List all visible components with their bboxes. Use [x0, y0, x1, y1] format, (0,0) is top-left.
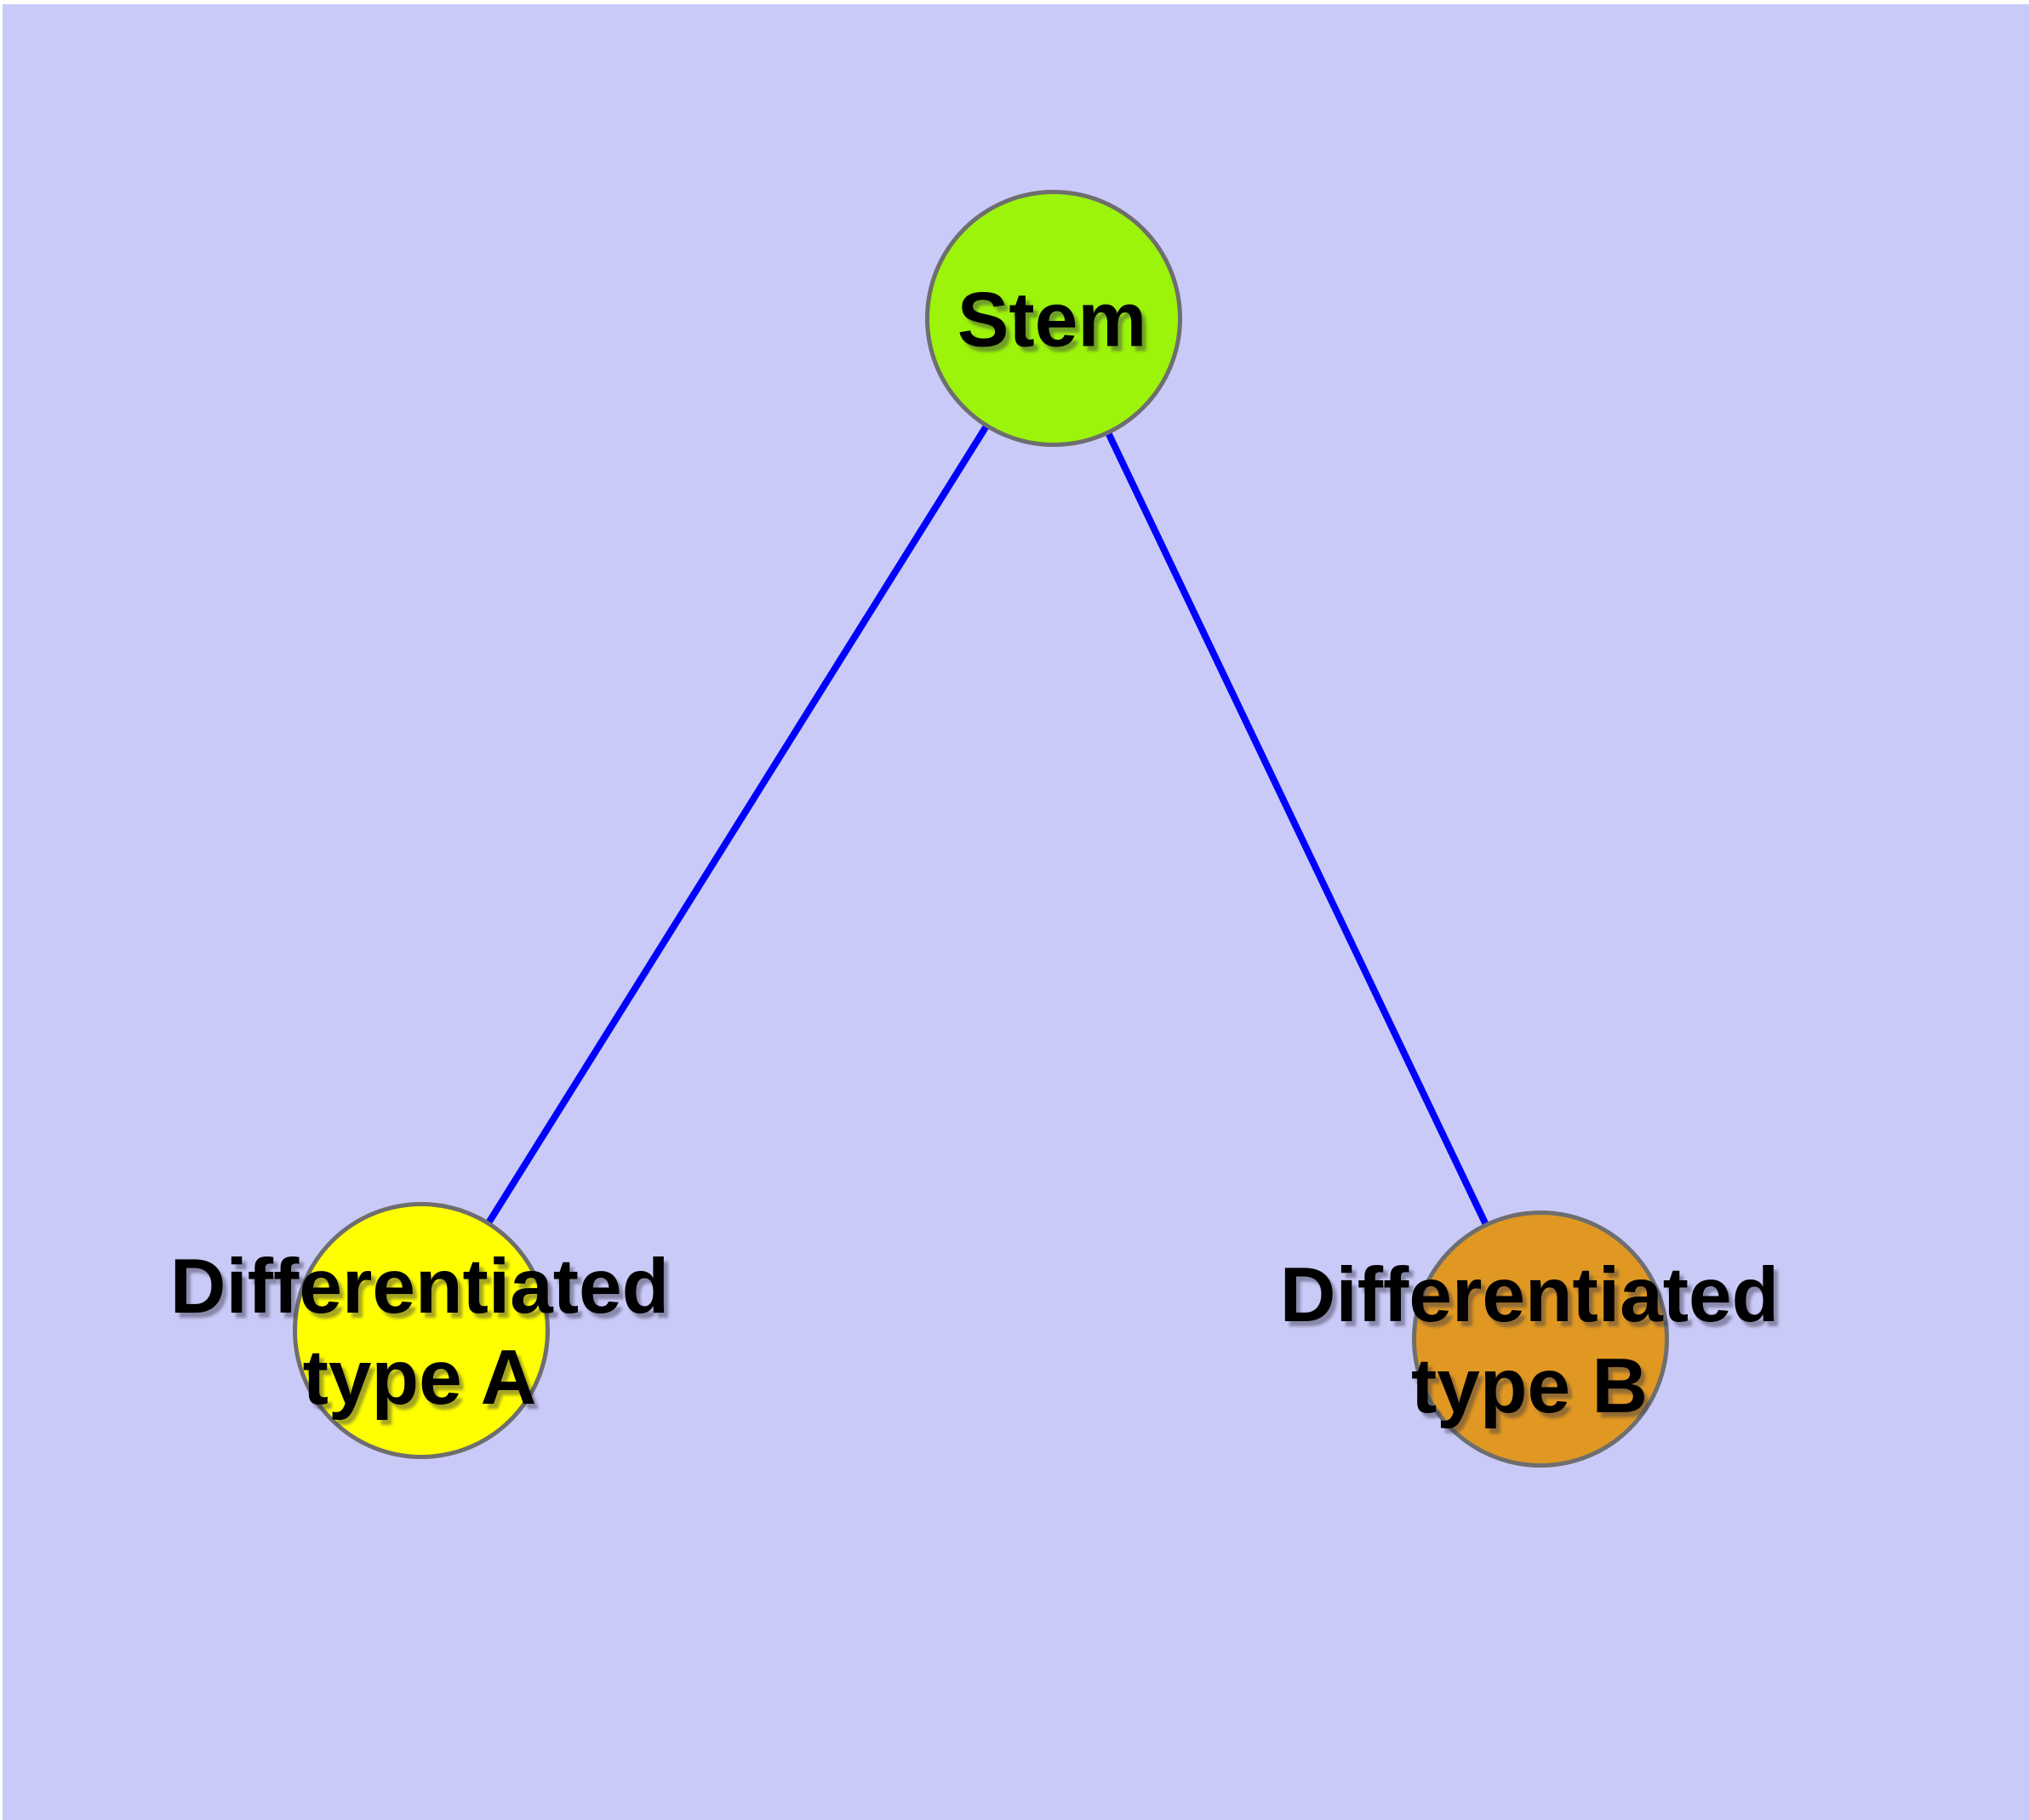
node-differentiated-type-a-label: Differentiated type A [170, 1241, 670, 1423]
node-type-b-label-line-1: Differentiated [1279, 1252, 1780, 1338]
edge-stem-to-type-b [1050, 317, 1544, 1341]
edge-layer [418, 316, 1544, 1341]
node-differentiated-type-b-label: Differentiated type B [1280, 1250, 1780, 1432]
diagram-canvas: Stem Differentiated type A Differentiate… [3, 4, 2029, 1820]
node-stem[interactable] [925, 190, 1182, 447]
node-differentiated-type-a[interactable] [293, 1202, 550, 1459]
node-stem-label-line: Stem [957, 277, 1147, 363]
edge-stem-to-type-a [418, 316, 1057, 1333]
node-type-b-label-line-2: type B [1410, 1343, 1649, 1429]
node-type-a-label-line-2: type A [302, 1335, 537, 1421]
node-type-a-label-line-1: Differentiated [169, 1244, 670, 1330]
node-stem-label: Stem [957, 275, 1147, 366]
node-differentiated-type-b[interactable] [1412, 1210, 1669, 1468]
